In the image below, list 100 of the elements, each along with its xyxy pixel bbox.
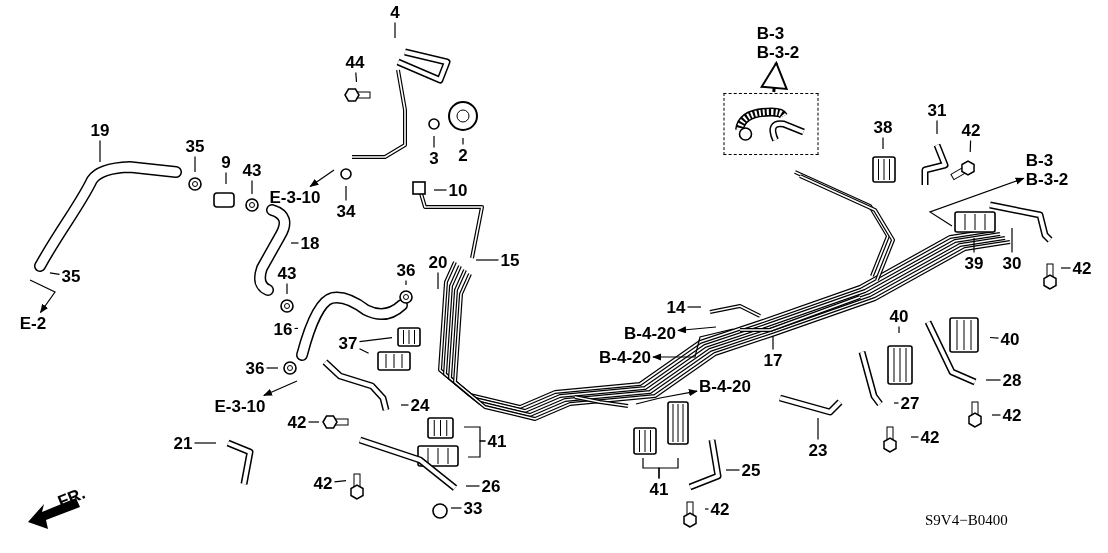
callout-number: 42 [1072,258,1092,278]
leader-line [475,259,500,261]
leader-line [704,508,710,510]
reference-label: E-3-10 [214,396,266,416]
leader-line [405,279,407,286]
leader-line [394,21,396,39]
reference-label: B-3-2 [756,43,800,62]
callout-number: 41 [487,431,507,451]
leader-line [251,179,253,195]
callout-number: 14 [666,297,686,317]
reference-label: B-3 [756,24,786,43]
callout-number: 43 [242,160,262,180]
callout-number: 23 [808,440,828,460]
leader-line [307,421,320,423]
leader-line [1011,227,1013,254]
reference-arrow [263,380,298,397]
leader-line [991,414,1002,416]
reference-label: B-4-20 [699,376,751,396]
leader-line [400,404,410,406]
leader-line [462,137,464,146]
leader-line [358,337,393,343]
leader-line [194,155,196,173]
inset-box [723,93,819,155]
reference-arrow [928,177,1025,227]
callout-number: 19 [90,120,110,140]
leader-line [49,272,61,275]
leader-line [989,336,1000,339]
leader-line [437,271,439,290]
leader-line [985,379,1002,381]
leader-line [898,325,900,334]
callout-number: 43 [277,263,297,283]
leader-line [1060,267,1072,269]
callout-number: 21 [173,433,193,453]
callout-number: 42 [313,473,333,493]
callout-number: 16 [273,319,293,339]
leader-line [286,282,288,295]
callout-number: 31 [927,100,947,120]
callout-number: 40 [889,306,909,326]
leader-line [293,327,299,330]
callout-number: 38 [873,117,893,137]
callout-number: 44 [345,52,365,72]
leader-line [969,139,972,153]
leader-line [358,348,370,354]
callout-number: 41 [649,479,669,499]
reference-arrow [652,328,734,361]
leader-line [467,440,487,458]
callout-number: 2 [458,145,468,165]
leader-line [433,189,448,191]
callout-number: 35 [185,136,205,156]
callout-number: 34 [336,201,356,221]
reference-arrow [635,389,698,405]
callout-number: 42 [710,499,730,519]
callout-number: 36 [396,260,416,280]
leader-line [193,442,217,444]
leader-line [658,457,679,480]
reference-label: E-3-10 [269,187,321,207]
callout-number: 39 [964,253,984,273]
reference-arrow [29,279,56,314]
leader-line [882,136,884,150]
callout-number: 17 [763,350,783,370]
reference-arrow [677,326,717,334]
reference-label: B-4-20 [624,323,676,343]
callout-number: 42 [961,120,981,140]
reference-label: B-3 [1025,151,1055,170]
reference-label: B-3-2 [1025,170,1069,189]
leader-line [910,436,920,438]
leader-line [99,139,101,163]
reference-arrow [309,169,335,188]
callout-number: 18 [300,233,320,253]
diagram-code: S9V4−B0400 [925,512,1008,529]
callout-number: 24 [410,395,430,415]
callout-number: 33 [463,498,483,518]
hollow-arrow [760,62,788,93]
callout-number: 42 [287,412,307,432]
leader-line [725,469,741,471]
callout-number: 9 [221,152,231,172]
leader-line [686,306,702,308]
leader-line [465,485,481,487]
leader-line [265,367,279,369]
leader-line [345,185,347,202]
callout-number: 35 [61,266,81,286]
callout-number: 37 [338,333,358,353]
callout-number: 36 [245,358,265,378]
callout-number: 10 [448,180,468,200]
callout-number: 30 [1002,253,1022,273]
leader-line [817,417,819,441]
callout-number: 25 [741,460,761,480]
callout-number: 20 [428,252,448,272]
leader-line [355,71,358,83]
leader-line [973,237,975,254]
leader-line [290,242,300,244]
reference-label: E-2 [19,313,47,333]
callout-number: 42 [920,427,940,447]
callout-number: 40 [1000,329,1020,349]
callout-number: 26 [481,476,501,496]
leader-line [936,119,938,135]
leader-line [225,171,227,185]
leader-line [772,335,774,351]
callout-number: 4 [390,2,400,22]
callout-number: 28 [1002,370,1022,390]
